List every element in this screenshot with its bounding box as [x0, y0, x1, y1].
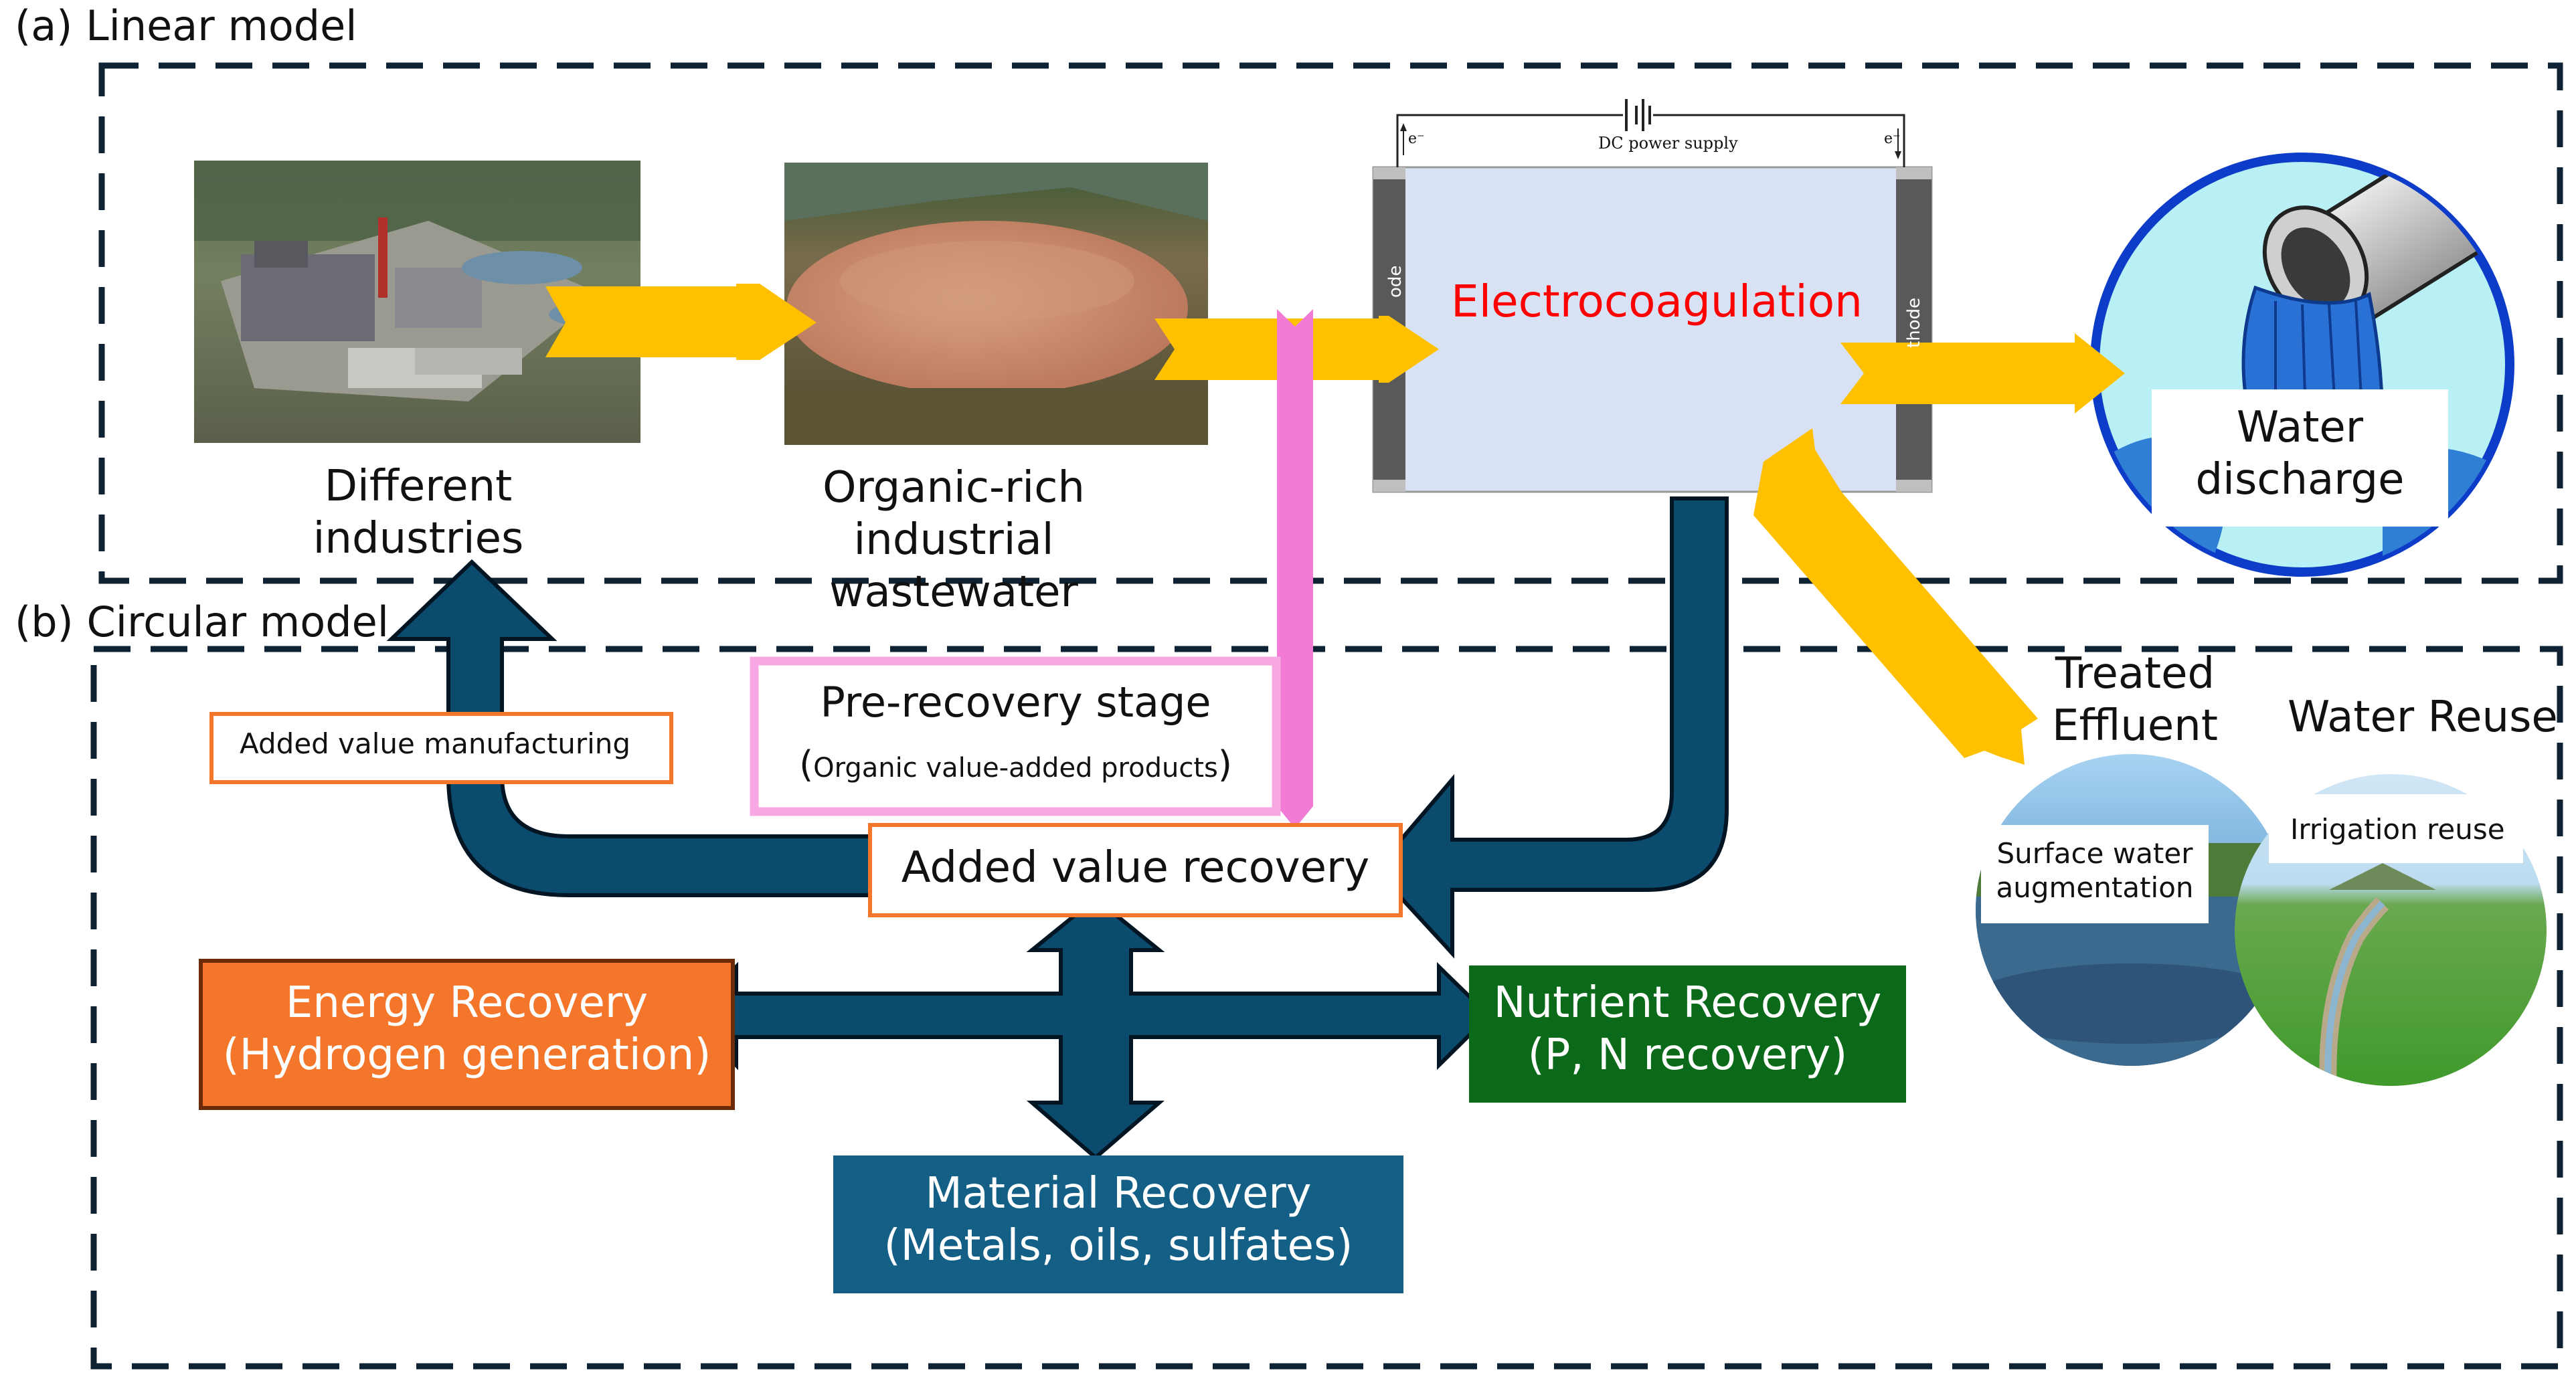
- surface-water-label: Surface water augmentation: [1996, 837, 2194, 905]
- material-recovery-box: [833, 1155, 1403, 1293]
- linear-model-title: (a) Linear model: [15, 1, 357, 50]
- added-value-manufacturing-label: Added value manufacturing: [240, 727, 631, 760]
- circular-model-frame: [90, 646, 2563, 1370]
- energy-recovery-label: Energy Recovery (Hydrogen generation): [222, 978, 711, 1081]
- cathode-label: thode: [1904, 297, 1924, 348]
- industries-photo: [194, 161, 640, 443]
- pre-recovery-pink-arrow: [1277, 309, 1313, 828]
- electrocoagulation-cell: [1372, 99, 1933, 493]
- industries-label: Different industries: [313, 462, 524, 564]
- arrow-cell-to-added-value-recovery: [1372, 496, 1729, 959]
- dc-power-supply-label: DC power supply: [1598, 134, 1738, 153]
- anode-label: ode: [1385, 265, 1405, 298]
- irrigation-label: Irrigation reuse: [2290, 813, 2505, 846]
- arrow-cell-to-treated-effluent: [1753, 428, 2038, 765]
- added-value-recovery-box: [868, 823, 1403, 917]
- pre-recovery-box: [750, 656, 1281, 816]
- added-value-recovery-label: Added value recovery: [901, 843, 1370, 893]
- water-reuse-label: Water Reuse: [2288, 692, 2558, 742]
- electrocoagulation-title: Electrocoagulation: [1451, 276, 1863, 327]
- electron-left-label: e⁻: [1408, 130, 1425, 147]
- arrow-industries-to-wastewater: [545, 284, 817, 360]
- water-discharge-label: Water discharge: [2195, 403, 2405, 505]
- circular-model-title: (b) Circular model: [15, 597, 389, 646]
- cathode-plate: [1896, 167, 1931, 492]
- material-recovery-label: Material Recovery (Metals, oils, sulfate…: [883, 1169, 1353, 1271]
- linear-model-frame: [98, 62, 2563, 584]
- treated-effluent-label: Treated Effluent: [2052, 649, 2218, 751]
- wastewater-label: Organic-rich industrial wastewater: [823, 463, 1085, 618]
- pre-recovery-subtitle: (Organic value-added products): [799, 743, 1232, 785]
- wastewater-pond-photo: [784, 163, 1208, 445]
- arrow-recovery-crossroads: [686, 896, 1492, 1160]
- nutrient-recovery-box: [1469, 965, 1906, 1103]
- irrigation-photo: [2235, 774, 2547, 1086]
- water-discharge-illustration: [2090, 153, 2514, 577]
- energy-recovery-box: [199, 959, 735, 1110]
- nutrient-recovery-label: Nutrient Recovery (P, N recovery): [1493, 978, 1882, 1081]
- arrow-cell-to-discharge: [1840, 333, 2125, 413]
- added-value-manufacturing-box: [209, 712, 673, 784]
- electron-right-label: e⁻: [1884, 130, 1901, 147]
- pre-recovery-title: Pre-recovery stage: [820, 678, 1211, 727]
